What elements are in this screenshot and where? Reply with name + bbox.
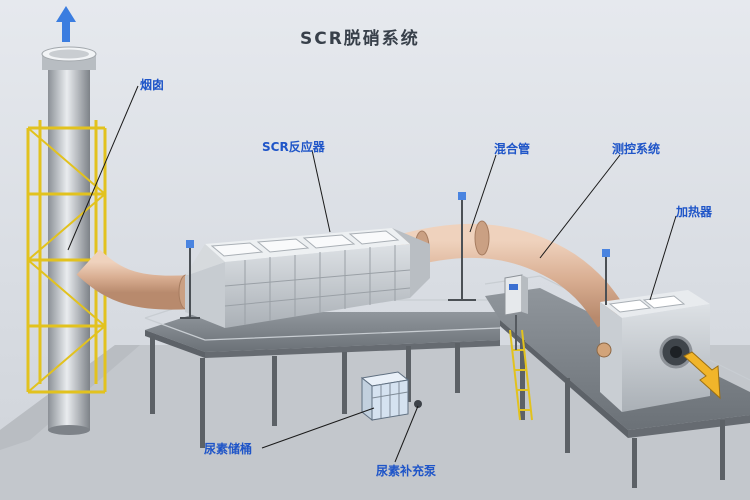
leader-lines: [67, 85, 677, 463]
label-mixer: 混合管: [494, 142, 531, 156]
label-urea-pump: 尿素补充泵: [376, 464, 437, 478]
label-scr-reactor: SCR反应器: [262, 140, 325, 154]
label-heater: 加热器: [676, 205, 713, 219]
scr-reactor-body: [185, 228, 430, 328]
inlet-arrow-icon: [683, 351, 721, 400]
label-chimney: 烟囱: [140, 78, 165, 92]
label-urea-tank: 尿素储桶: [204, 442, 253, 456]
control-cabinet: [504, 274, 528, 350]
label-control-system: 测控系统: [612, 142, 661, 156]
urea-tank: [360, 371, 410, 422]
diagram-title: SCR脱硝系统: [300, 29, 420, 49]
urea-pump: [414, 400, 422, 408]
sensor-heads: [186, 192, 610, 257]
up-arrow-icon: [56, 6, 76, 42]
chimney-frame: [26, 120, 107, 394]
sensor-probes: [180, 198, 607, 319]
heater-unit: [596, 290, 710, 412]
